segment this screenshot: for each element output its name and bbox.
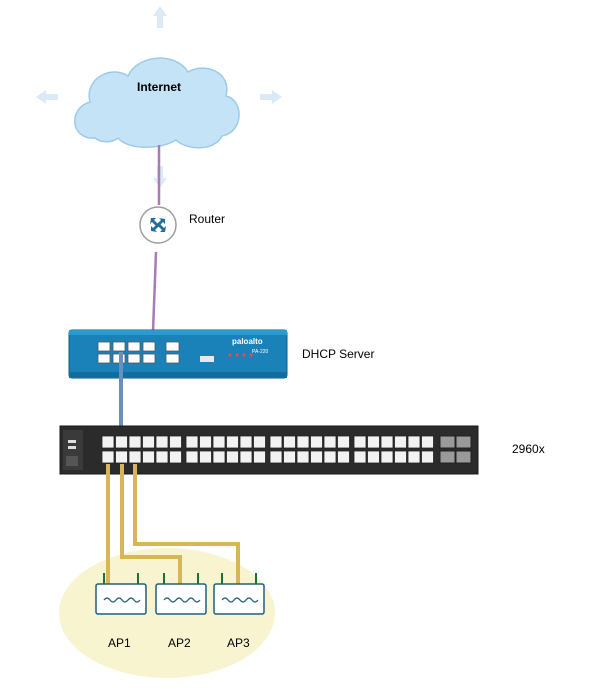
switch-port xyxy=(128,450,142,464)
arrow-left-icon xyxy=(36,90,58,104)
switch-port xyxy=(199,435,212,449)
switch-port xyxy=(226,450,239,464)
router-label: Router xyxy=(189,212,226,226)
switch-port xyxy=(296,435,310,449)
internet-label: Internet xyxy=(137,80,182,94)
link-switch-ap3 xyxy=(133,464,240,592)
switch-port xyxy=(380,435,394,449)
switch-port xyxy=(269,435,283,449)
switch-port xyxy=(269,450,283,464)
internet-arrows xyxy=(36,6,282,188)
switch-port xyxy=(239,435,253,449)
switch-port xyxy=(367,450,380,464)
switch-port xyxy=(128,435,142,449)
switch-port xyxy=(115,450,128,464)
switch-port xyxy=(155,450,169,464)
link-switch-ap2 xyxy=(120,464,182,592)
switch-port xyxy=(407,435,421,449)
switch-port xyxy=(283,450,296,464)
switch-port xyxy=(394,435,407,449)
switch-port xyxy=(155,435,169,449)
firewall-port xyxy=(165,353,180,364)
switch-port xyxy=(115,435,128,449)
switch-port xyxy=(421,435,434,449)
firewall-model: PA-220 xyxy=(252,349,269,355)
firewall-port xyxy=(165,341,180,352)
arrow-up-icon xyxy=(153,6,167,28)
switch-port xyxy=(239,450,253,464)
switch-port xyxy=(310,450,323,464)
switch-port xyxy=(337,450,350,464)
access-point-icon xyxy=(213,573,265,615)
switch-port xyxy=(101,435,115,449)
firewall-port xyxy=(112,341,126,352)
router-icon xyxy=(139,206,177,244)
access-point-icon xyxy=(155,573,207,615)
switch-port xyxy=(253,435,266,449)
switch-port xyxy=(142,435,155,449)
cloud-icon xyxy=(74,57,240,149)
switch-port xyxy=(199,450,212,464)
switch-port xyxy=(310,435,323,449)
switch-port xyxy=(253,450,266,464)
switch-port xyxy=(212,450,226,464)
ap2-label: AP2 xyxy=(168,636,191,650)
firewall-label: DHCP Server xyxy=(302,347,375,361)
ap3-label: AP3 xyxy=(227,636,250,650)
switch-port xyxy=(185,435,199,449)
ap1-label: AP1 xyxy=(108,636,131,650)
switch-label: 2960x xyxy=(512,442,545,456)
switch-port xyxy=(296,450,310,464)
switch-port xyxy=(142,450,155,464)
switch-port xyxy=(367,435,380,449)
switch-icon xyxy=(59,425,479,475)
switch-ports xyxy=(101,435,434,464)
switch-port xyxy=(337,435,350,449)
firewall-port xyxy=(142,341,156,352)
arrow-right-icon xyxy=(260,90,282,104)
firewall-port xyxy=(127,353,141,364)
switch-port xyxy=(323,435,337,449)
switch-port xyxy=(226,435,239,449)
access-point-icon xyxy=(95,573,147,615)
switch-port xyxy=(283,435,296,449)
switch-port xyxy=(380,450,394,464)
switch-port xyxy=(323,450,337,464)
switch-port xyxy=(185,450,199,464)
firewall-port xyxy=(97,341,111,352)
switch-port xyxy=(353,435,367,449)
switch-port xyxy=(212,435,226,449)
switch-port xyxy=(101,450,115,464)
switch-port xyxy=(353,450,367,464)
firewall-port xyxy=(142,353,156,364)
firewall-port xyxy=(97,353,111,364)
switch-port xyxy=(169,435,182,449)
firewall-brand: paloalto xyxy=(232,337,263,346)
switch-port xyxy=(407,450,421,464)
switch-port xyxy=(394,450,407,464)
switch-sfp-ports xyxy=(439,435,472,464)
firewall-port xyxy=(127,341,141,352)
switch-port xyxy=(421,450,434,464)
switch-port xyxy=(169,450,182,464)
